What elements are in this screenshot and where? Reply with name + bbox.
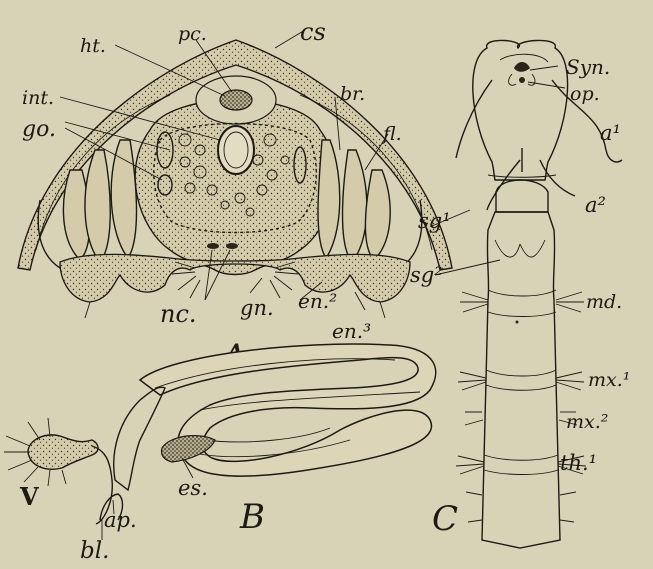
label-nc: nc. — [160, 300, 197, 328]
panel-c-dorsal: Syn. op. a¹ a² sg¹ sg² md. mx.¹ mx.² th.… — [410, 40, 630, 548]
body-column — [482, 212, 560, 548]
limb-lobes — [60, 254, 410, 302]
label-fl: fl. — [381, 123, 402, 145]
label-th1: th.¹ — [560, 451, 597, 475]
label-md: md. — [586, 291, 622, 313]
label-ht: ht. — [80, 35, 106, 57]
label-es: es. — [178, 476, 208, 500]
label-pc: pc. — [178, 23, 207, 45]
label-ap: ap. — [104, 508, 137, 532]
label-cs: cs — [300, 18, 326, 46]
label-a1: a¹ — [600, 121, 621, 145]
label-a2: a² — [585, 193, 606, 217]
label-int: int. — [22, 87, 54, 109]
label-mx2: mx.² — [566, 411, 608, 433]
heart — [220, 90, 252, 110]
panel-b-alimentary: V ap. bl. es. B — [4, 344, 436, 564]
label-bl: bl. — [80, 538, 109, 564]
label-gn: gn. — [240, 296, 274, 320]
panel-a-cross-section: pc. cs ht. int. go. br. fl. nc. gn. en.²… — [18, 18, 452, 377]
label-br: br. — [340, 83, 365, 105]
label-op: op. — [570, 83, 600, 105]
label-en3: en.³ — [332, 319, 371, 343]
intestine — [218, 126, 254, 174]
label-en2: en.² — [298, 289, 337, 313]
label-go: go. — [22, 117, 56, 142]
label-syn: Syn. — [566, 55, 610, 79]
label-mx1: mx.¹ — [588, 369, 630, 391]
panel-label-c: C — [432, 499, 458, 539]
label-sg2: sg² — [410, 263, 443, 287]
panel-label-b: B — [239, 497, 265, 537]
stomach-v — [28, 435, 98, 469]
label-v: V — [19, 482, 39, 511]
label-sg1: sg¹ — [418, 209, 451, 233]
